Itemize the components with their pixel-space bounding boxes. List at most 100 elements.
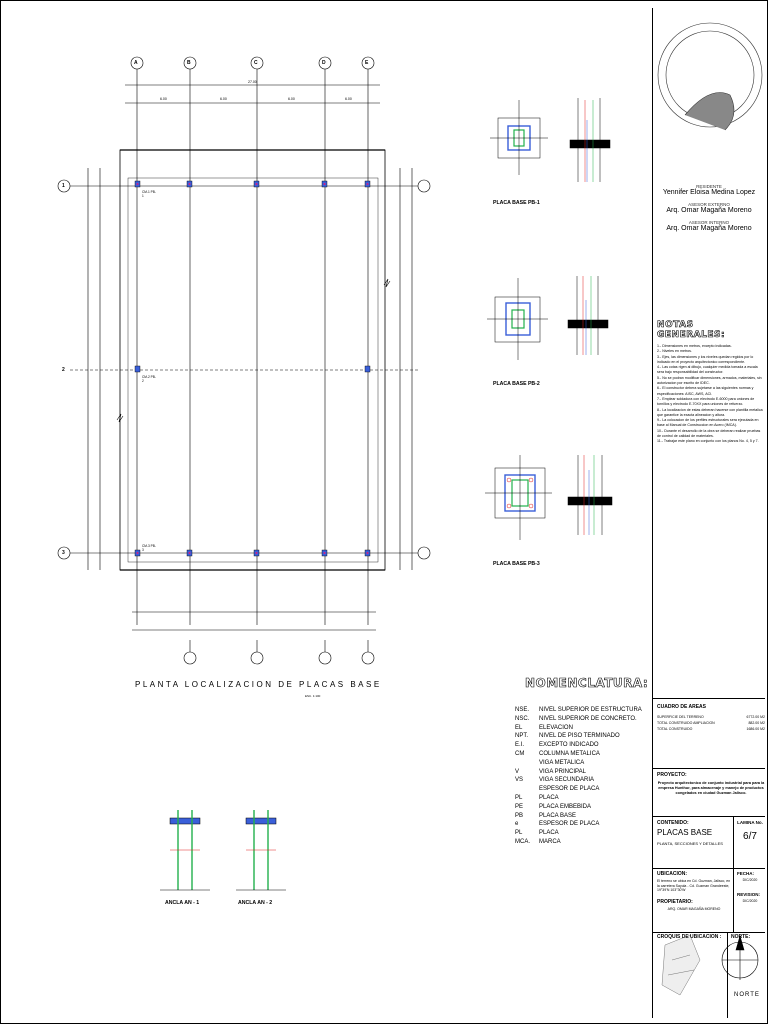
sheet-number: 6/7: [743, 831, 757, 842]
bay-dimension: 6.00: [160, 97, 167, 101]
nomenclature-value: PLACA EMBEBIDA: [539, 803, 592, 810]
nomenclature-value: VIGA METALICA: [539, 759, 585, 766]
nomenclature-key: MCA.: [515, 838, 530, 845]
note-item: 10.- Durante el desarrollo de la obra se…: [657, 428, 761, 439]
location-label: UBICACION:: [657, 871, 687, 877]
axis-label-b: B: [187, 60, 191, 66]
note-item: 4.- Las cotas rigen al dibujo, cualquier…: [657, 365, 758, 375]
nomenclature-key: [515, 785, 539, 794]
bay-dimension: 6.00: [220, 97, 227, 101]
note-item: 5.- No se podran modificar dimensiones, …: [657, 375, 762, 386]
areas-title: CUADRO DE AREAS: [657, 704, 706, 710]
detail-pb2: [487, 276, 609, 360]
sheet-number-label: LAMINA No.: [737, 820, 763, 825]
content-label: CONTENIDO:: [657, 820, 689, 826]
nomenclature-value: VIGA SECUNDARIA: [539, 777, 595, 784]
nomenclature-key: [515, 759, 539, 768]
date-value: DIC/2020: [742, 878, 758, 882]
axis-label-3: 3: [62, 550, 65, 556]
note-item: 3.- Ejes, las dimensiones y los niveles …: [657, 354, 754, 364]
axis-label-d: D: [322, 60, 326, 66]
nomenclature-key: NSE.: [515, 707, 530, 713]
residente-label: RESIDENTE: [696, 184, 722, 189]
column-tag: CM-3 PB-3: [142, 544, 156, 552]
axis-label-1: 1: [62, 183, 65, 189]
nomenclature-row: EL ELEVACION: [515, 724, 650, 733]
note-item: 6.- El constructor debera sujetarse a la…: [657, 386, 754, 396]
detail-title-pb1: PLACA BASE PB-1: [493, 200, 540, 206]
revision-label: REVISION:: [737, 892, 761, 897]
axis-bubbles-side: [57, 179, 431, 560]
nomenclature-row: NPT.NIVEL DE PISO TERMINADO: [515, 732, 650, 741]
location-text: El terreno se ubica en Cd. Guzman, Jalis…: [657, 879, 731, 892]
detail-anchors: [160, 810, 286, 891]
nomenclature-key: E.I.: [515, 742, 525, 749]
note-item: 1.- Dimensiones en metros, excepto indic…: [657, 344, 732, 348]
area-label: TOTAL CONSTRUIDO: [657, 727, 693, 731]
nomenclature-row: MCA. MARCA: [515, 838, 650, 847]
axis-label-2: 2: [62, 367, 65, 373]
sketch-label: CROQUIS DE UBICACION :: [657, 934, 722, 940]
notes-title: NOTAS GENERALES:: [657, 320, 726, 341]
nomenclature-key: VS: [515, 777, 524, 784]
nomenclature-key: NSC.: [515, 715, 530, 722]
asesor-externo-name: Arq. Omar Magaña Moreno: [666, 207, 752, 214]
area-label: TOTAL CONSTRUIDO AMPLIACION: [657, 721, 715, 725]
nomenclature-key: EL: [515, 724, 523, 731]
asesor-interno-name: Arq. Omar Magaña Moreno: [666, 225, 752, 232]
owner-name: ARQ. OMAR MAGAÑA MORENO: [667, 906, 721, 911]
area-label: SUPERFICIE DEL TERRENO: [657, 715, 704, 719]
revision-value: DIC/2020: [742, 899, 758, 903]
nomenclature-key: PL: [515, 794, 523, 801]
title-block: RESIDENTE Yennifer Eloisa Medina Lopez A…: [652, 8, 765, 1018]
detail-pb3: [485, 455, 613, 540]
column-tag: CM-2 PB-2: [142, 375, 156, 383]
detail-title-an1: ANCLA AN - 1: [165, 900, 200, 906]
area-value: 6772.00 M2: [746, 715, 766, 719]
nomenclature-value: COLUMNA METALICA: [539, 750, 600, 757]
note-item: 8.- La localizacion de estas deberan hac…: [657, 407, 763, 417]
note-item: 2.- Niveles en metros.: [657, 349, 692, 354]
nomenclature-value: ESPESOR DE PLACA: [539, 786, 600, 793]
nomenclature-value: EXCEPTO INDICADO: [539, 742, 599, 749]
nomenclature-value: PLACA: [539, 830, 559, 837]
date-label: FECHA:: [737, 871, 754, 876]
residente-name: Yennifer Eloisa Medina Lopez: [662, 189, 756, 196]
nomenclature-row: E.I. EXCEPTO INDICADO: [515, 741, 650, 750]
asesor-externo-label: ASESOR EXTERNO: [688, 202, 730, 207]
nomenclature-row: CM COLUMNA METALICA: [515, 750, 650, 759]
nomenclature-value: VIGA PRINCIPAL: [539, 768, 586, 775]
project-description: Proyecto arquitectonico de conjunto indu…: [657, 781, 765, 795]
nomenclature-key: NPT.: [515, 733, 529, 740]
area-value: 1686.00 M2: [746, 727, 766, 731]
project-label: PROYECTO:: [657, 772, 687, 778]
nomenclature-row: VIGA METALICA: [515, 759, 650, 768]
nomenclature-row: ESPESOR DE PLACA: [515, 785, 650, 794]
owner-label: PROPIETARIO:: [657, 898, 693, 905]
nomenclature-value: NIVEL SUPERIOR DE CONCRETO.: [539, 715, 637, 722]
note-item: 11.- Trabajar este plano en conjunto con…: [657, 439, 759, 444]
overall-dimension: 27.00: [248, 80, 257, 84]
nomenclature-value: ELEVACION: [539, 724, 573, 731]
plan-scale: ESC. 1:100: [305, 694, 321, 698]
note-item: 7.- Emplear soldadura con electrodo E-60…: [657, 396, 755, 407]
nomenclature-key: CM: [515, 750, 525, 757]
note-item: 9.- La colocacion de los perfiles estruc…: [657, 418, 759, 428]
area-value: 882.00 M2: [748, 721, 765, 725]
bay-dimension: 6.00: [345, 97, 352, 101]
column-tag: CM-1 PB-1: [142, 190, 156, 198]
plan-title: PLANTA LOCALIZACION DE PLACAS BASE: [135, 680, 382, 689]
nomenclature-title: NOMENCLATURA:: [525, 676, 649, 691]
nomenclature-row: VS VIGA SECUNDARIA: [515, 776, 650, 785]
nomenclature-value: PLACA BASE: [539, 812, 577, 819]
nomenclature-value: MARCA: [539, 838, 561, 845]
area-row: TOTAL CONSTRUIDO AMPLIACION 882.00 M2: [657, 720, 765, 726]
